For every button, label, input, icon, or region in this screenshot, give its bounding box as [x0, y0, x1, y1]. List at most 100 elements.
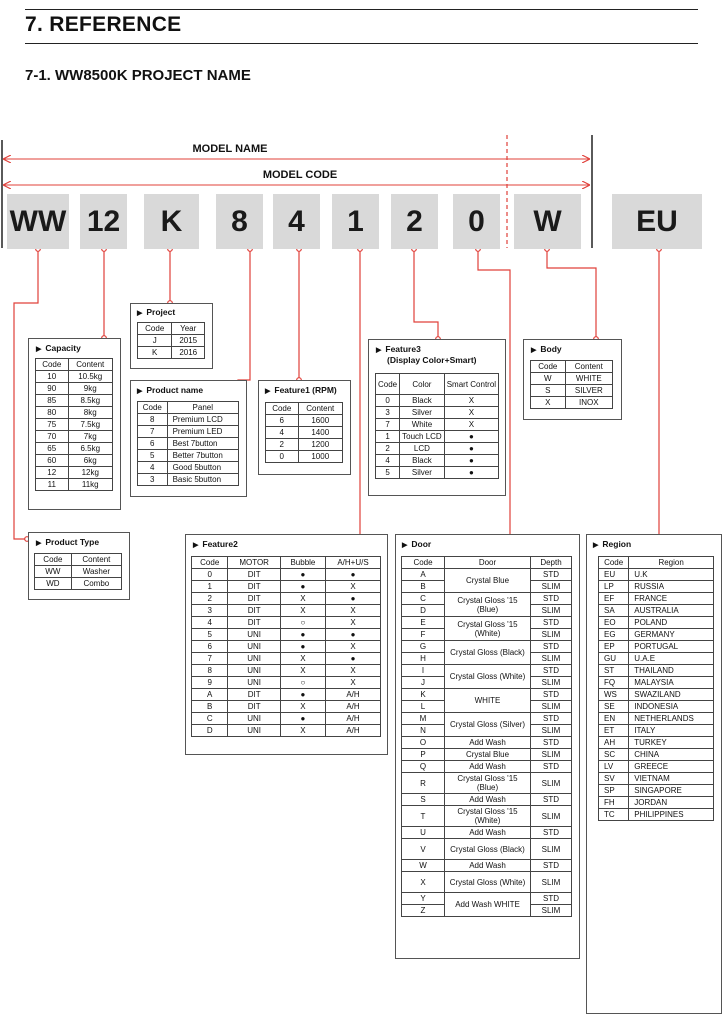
table-cell: 2015: [171, 334, 205, 347]
door-name-cell: Add Wash WHITE: [444, 892, 531, 917]
table-cell: Combo: [70, 577, 123, 590]
table-cell: ●: [443, 454, 500, 467]
column-header: Code: [597, 556, 630, 569]
feature2-title: ▶Feature2: [193, 539, 238, 549]
table-cell: 11: [35, 478, 69, 491]
table-cell: C: [190, 712, 229, 725]
table-cell: UNI: [227, 724, 281, 737]
table-cell: 4: [374, 454, 401, 467]
door-code-cell: I: [401, 664, 445, 677]
door-code-cell: K: [401, 688, 445, 701]
table-cell: Better 7button: [166, 449, 240, 462]
table-cell: 0: [190, 568, 229, 581]
table-cell: 8.5kg: [67, 394, 113, 407]
door-depth-cell: SLIM: [530, 604, 572, 617]
table-cell: DIT: [227, 592, 281, 605]
table-cell: Premium LCD: [166, 413, 240, 426]
table-cell: ET: [597, 724, 630, 737]
door-code-cell: H: [401, 652, 445, 665]
door-depth-cell: STD: [530, 793, 572, 806]
table-cell: WHITE: [564, 372, 614, 385]
door-name-cell: Crystal Gloss (White): [444, 664, 531, 689]
table-cell: INOX: [564, 396, 614, 409]
door-depth-cell: STD: [530, 736, 572, 749]
table-cell: Black: [399, 454, 445, 467]
table-cell: 4: [265, 426, 299, 439]
page-title: 7. REFERENCE: [25, 13, 182, 36]
table-cell: White: [399, 418, 445, 431]
column-header: Code: [530, 360, 566, 373]
table-cell: 80: [35, 406, 69, 419]
table-cell: SINGAPORE: [628, 784, 714, 797]
table-cell: X: [325, 604, 381, 617]
door-depth-cell: SLIM: [530, 652, 572, 665]
table-cell: 4: [137, 461, 168, 474]
column-header: Code: [35, 358, 69, 371]
column-header: Content: [297, 402, 343, 415]
table-cell: SILVER: [564, 384, 614, 397]
door-name-cell: Crystal Gloss (Silver): [444, 712, 531, 737]
model-code-label: MODEL CODE: [262, 169, 338, 181]
table-cell: LCD: [399, 442, 445, 455]
table-cell: 8: [190, 664, 229, 677]
table-cell: 2: [190, 592, 229, 605]
column-header: Code: [265, 402, 299, 415]
table-cell: 85: [35, 394, 69, 407]
door-depth-cell: SLIM: [530, 628, 572, 641]
code-box-capacity: 12: [80, 194, 127, 249]
table-cell: Good 5button: [166, 461, 240, 474]
table-cell: 12kg: [67, 466, 113, 479]
code-box-feature3: 2: [391, 194, 438, 249]
table-cell: DIT: [227, 604, 281, 617]
table-cell: 3: [374, 406, 401, 419]
table-cell: 65: [35, 442, 69, 455]
door-depth-cell: STD: [530, 688, 572, 701]
column-header: Code: [401, 556, 445, 569]
door-code-cell: B: [401, 580, 445, 593]
table-cell: X: [279, 604, 327, 617]
column-header: Region: [628, 556, 714, 569]
table-cell: NETHERLANDS: [628, 712, 714, 725]
table-cell: Best 7button: [166, 437, 240, 450]
table-cell: DIT: [227, 568, 281, 581]
connector-w: [546, 249, 597, 339]
door-code-cell: M: [401, 712, 445, 725]
table-cell: ●: [279, 712, 327, 725]
table-cell: TC: [597, 808, 630, 821]
door-code-cell: D: [401, 604, 445, 617]
